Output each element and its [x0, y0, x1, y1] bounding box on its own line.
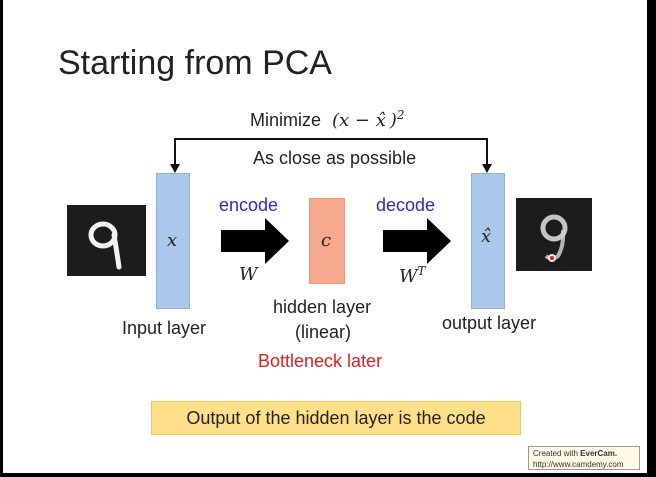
decoder-weight-sup: T [417, 264, 426, 278]
bracket-line [174, 138, 488, 168]
bottleneck-label: Bottleneck later [258, 351, 383, 371]
as-close-label: As close as possible [253, 148, 417, 168]
decoder-weight: WT [399, 264, 426, 287]
right-edge-border [647, 0, 656, 477]
reconstructed-digit-icon [540, 214, 568, 262]
encode-arrow [221, 218, 289, 264]
output-digit-image [516, 198, 592, 271]
encode-label: encode [219, 195, 279, 215]
hidden-layer-label: hidden layer [273, 297, 372, 317]
watermark-url[interactable]: http://www.camdemy.com [533, 460, 624, 469]
expr-open: (x − [332, 110, 376, 131]
hidden-var: c [321, 230, 332, 251]
decode-label: decode [376, 195, 436, 215]
evercam-watermark[interactable]: Created with EverCam. http://www.camdemy… [528, 446, 640, 470]
minimize-label: Minimize [250, 110, 322, 130]
bracket-arrow-right [482, 164, 492, 173]
slide-title: Starting from PCA [58, 44, 332, 82]
hidden-layer-sublabel: (linear) [295, 322, 352, 342]
output-layer-label: output layer [442, 313, 537, 333]
input-var: x [167, 230, 178, 251]
expr-xhat: x̂ [375, 110, 386, 131]
input-layer-box [156, 173, 190, 309]
input-digit-image [67, 205, 146, 276]
watermark-brand: EverCam. [580, 449, 618, 458]
bracket-arrow-left [170, 164, 180, 173]
encoder-weight: W [239, 264, 258, 285]
output-var: x̂ [481, 226, 492, 247]
hidden-layer-box [309, 198, 345, 284]
digit-nine-icon [88, 221, 122, 270]
expr-close: ) [389, 110, 397, 131]
output-layer-box [471, 173, 505, 309]
minimize-formula: Minimize (x − x̂)2 [250, 108, 405, 131]
decode-arrow [383, 218, 451, 264]
watermark-prefix: Created with [533, 449, 578, 458]
bracket-connector [170, 138, 492, 264]
code-note-box: Output of the hidden layer is the code [151, 401, 521, 435]
expr-exp: 2 [396, 108, 405, 122]
slide: Starting from PCA Minimize (x − x̂)2 As … [3, 0, 647, 473]
input-layer-label: Input layer [122, 318, 207, 338]
decoder-weight-base: W [399, 266, 418, 287]
